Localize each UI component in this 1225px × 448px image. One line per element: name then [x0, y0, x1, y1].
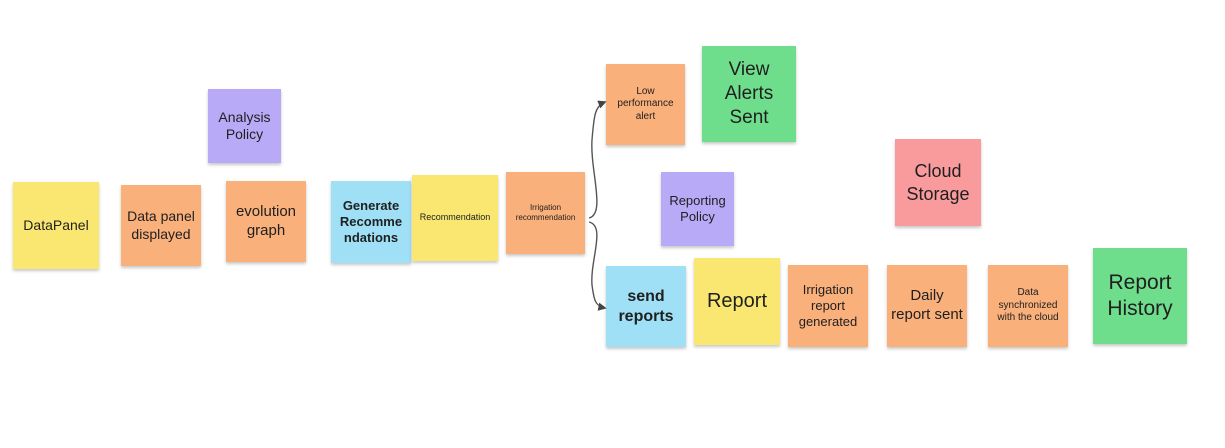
note-generate-recommendations[interactable]: Generate Recomme ndations: [331, 181, 411, 263]
note-report-history[interactable]: Report History: [1093, 248, 1187, 344]
arrow-to-low-performance-alert[interactable]: [588, 100, 607, 219]
note-view-alerts-sent[interactable]: View Alerts Sent: [702, 46, 796, 142]
note-datapanel-text: DataPanel: [23, 216, 89, 233]
note-data-synchronized-text: Data synchronized with the cloud: [997, 287, 1059, 324]
note-cloud-storage[interactable]: Cloud Storage: [895, 139, 981, 226]
note-datapanel[interactable]: DataPanel: [13, 182, 99, 269]
note-irrigation-recommendation[interactable]: Irrigation recommendation: [506, 172, 585, 254]
note-send-reports[interactable]: send reports: [606, 266, 686, 347]
note-report[interactable]: Report: [694, 258, 780, 345]
note-evolution-graph[interactable]: evolution graph: [226, 181, 306, 262]
note-generate-recommendations-text: Generate Recomme ndations: [339, 197, 403, 246]
note-irrigation-report-generated-text: Irrigation report generated: [798, 281, 858, 330]
note-irrigation-report-generated[interactable]: Irrigation report generated: [788, 265, 868, 347]
note-reporting-policy-text: Reporting Policy: [669, 192, 726, 224]
note-low-performance-alert[interactable]: Low performance alert: [606, 64, 685, 145]
note-send-reports-text: send reports: [618, 287, 674, 325]
note-data-panel-displayed-text: Data panel displayed: [127, 208, 195, 242]
note-data-panel-displayed[interactable]: Data panel displayed: [121, 185, 201, 266]
note-report-history-text: Report History: [1107, 270, 1173, 320]
note-recommendation-text: Recommendation: [419, 212, 491, 223]
note-view-alerts-sent-text: View Alerts Sent: [724, 59, 774, 128]
note-low-performance-alert-text: Low performance alert: [617, 85, 674, 122]
note-evolution-graph-text: evolution graph: [235, 202, 297, 239]
note-analysis-policy[interactable]: Analysis Policy: [208, 89, 281, 163]
note-recommendation[interactable]: Recommendation: [412, 175, 498, 261]
note-reporting-policy[interactable]: Reporting Policy: [661, 172, 734, 246]
note-cloud-storage-text: Cloud Storage: [906, 161, 970, 204]
note-analysis-policy-text: Analysis Policy: [218, 108, 271, 143]
note-daily-report-sent[interactable]: Daily report sent: [887, 265, 967, 347]
note-report-text: Report: [706, 290, 768, 312]
note-data-synchronized[interactable]: Data synchronized with the cloud: [988, 265, 1068, 347]
note-irrigation-recommendation-text: Irrigation recommendation: [515, 203, 576, 222]
note-daily-report-sent-text: Daily report sent: [891, 287, 963, 323]
arrow-to-send-reports[interactable]: [588, 221, 607, 311]
